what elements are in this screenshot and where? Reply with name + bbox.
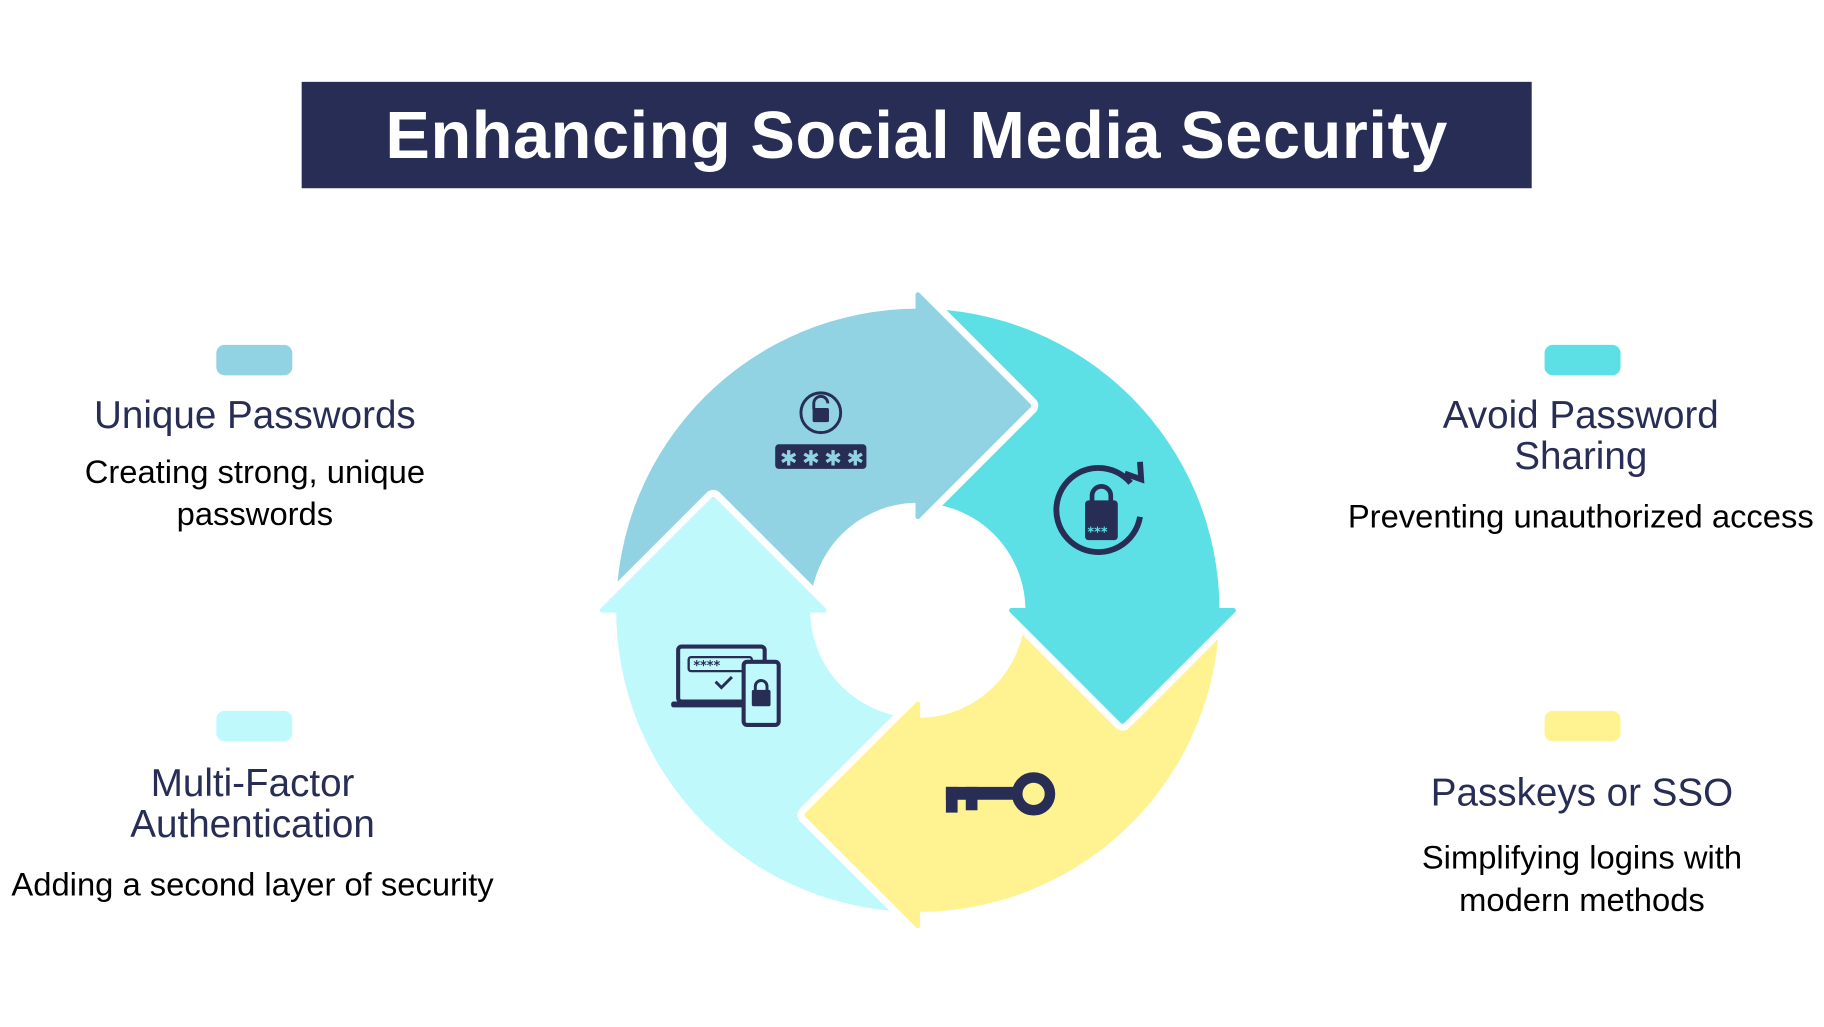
page-title: Enhancing Social Media Security: [301, 81, 1532, 189]
arrowhead-3: [804, 701, 921, 929]
unique-passwords-block: Unique Passwords Creating strong, unique…: [9, 394, 500, 535]
svg-text:✱: ✱: [824, 445, 842, 470]
arrowhead-2: [1009, 607, 1236, 724]
key-icon: [945, 772, 1056, 816]
passkeys-color-tag: [1544, 710, 1621, 742]
laptop-phone-lock-icon: ****: [671, 644, 781, 727]
item-heading: Multi-Factor Authentication: [130, 761, 375, 846]
svg-text:***: ***: [1087, 526, 1107, 541]
svg-text:****: ****: [693, 659, 720, 674]
svg-text:✱: ✱: [847, 445, 865, 470]
mfa-block: Multi-Factor Authentication Adding a sec…: [7, 762, 498, 906]
lock-refresh-icon: ***: [1053, 461, 1145, 556]
arrowhead-4: [599, 496, 827, 613]
avoid-sharing-color-tag: [1544, 344, 1621, 376]
mfa-color-tag: [216, 710, 293, 742]
unique-passwords-color-tag: [216, 344, 293, 376]
item-description: Simplifying logins with modern methods: [1421, 839, 1743, 918]
svg-text:✱: ✱: [780, 445, 798, 470]
item-heading: Avoid Password Sharing: [1442, 392, 1719, 478]
passkeys-block: Passkeys or SSO Simplifying logins with …: [1336, 772, 1824, 922]
item-description: Adding a second layer of security: [11, 866, 494, 903]
avoid-sharing-block: Avoid Password Sharing Preventing unauth…: [1335, 394, 1824, 538]
lock-password-icon: ✱✱✱✱: [775, 391, 867, 470]
item-description: Preventing unauthorized access: [1347, 498, 1814, 535]
arrowhead-1: [915, 292, 1032, 520]
item-heading: Passkeys or SSO: [1430, 770, 1734, 814]
item-heading: Unique Passwords: [94, 392, 416, 437]
item-description: Creating strong, unique passwords: [84, 453, 426, 532]
svg-text:✱: ✱: [802, 445, 820, 470]
